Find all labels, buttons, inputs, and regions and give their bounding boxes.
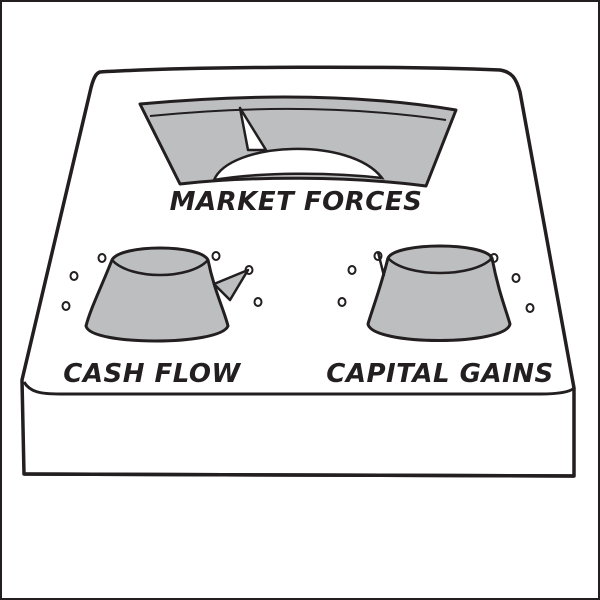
capital-gains-dial-marks bbox=[337, 251, 535, 313]
dial-mark bbox=[97, 253, 107, 263]
panel-base bbox=[23, 472, 575, 478]
dial-mark bbox=[211, 251, 221, 261]
knob-body bbox=[366, 244, 512, 342]
dial-mark bbox=[511, 273, 521, 283]
cash-flow-knob[interactable] bbox=[84, 246, 250, 343]
capital-gains-label: CAPITAL GAINS bbox=[326, 359, 554, 389]
knob-top-rim bbox=[111, 259, 209, 277]
dial-mark bbox=[525, 303, 535, 313]
panel-edge bbox=[22, 381, 576, 396]
knob-body bbox=[84, 246, 230, 343]
dial-mark bbox=[489, 253, 499, 263]
knob-pointer bbox=[376, 251, 386, 277]
meter-needle bbox=[238, 106, 268, 152]
dial-mark bbox=[253, 297, 263, 307]
meter-window bbox=[138, 95, 458, 188]
dial-mark bbox=[347, 265, 357, 275]
meter-window-bezel bbox=[149, 107, 447, 121]
panel-body bbox=[20, 65, 576, 478]
meter-pivot bbox=[211, 147, 385, 182]
knob-pointer bbox=[212, 268, 250, 302]
dial-mark bbox=[69, 271, 79, 281]
control-panel bbox=[20, 65, 576, 478]
capital-gains-knob[interactable] bbox=[366, 244, 512, 342]
dial-mark bbox=[337, 297, 347, 307]
dial-mark bbox=[61, 301, 71, 311]
dial-mark bbox=[373, 251, 383, 261]
cash-flow-dial-marks bbox=[61, 251, 263, 311]
dial-mark bbox=[244, 265, 254, 275]
knob-top-rim bbox=[387, 257, 493, 275]
meter-label: MARKET FORCES bbox=[170, 187, 423, 217]
cash-flow-label: CASH FLOW bbox=[63, 359, 241, 389]
market-forces-meter bbox=[138, 95, 458, 188]
